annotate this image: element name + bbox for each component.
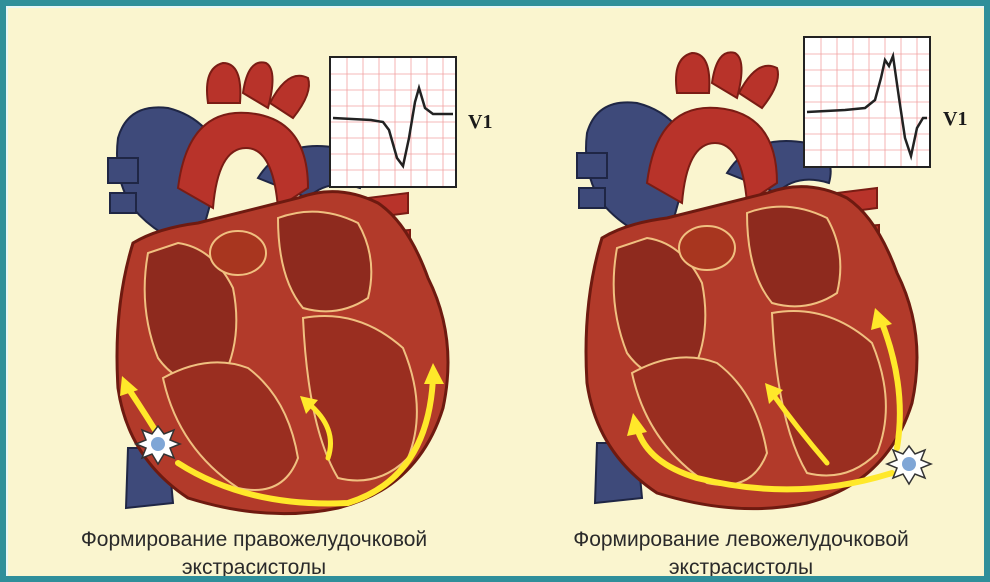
caption-line: экстрасистолы <box>501 554 981 576</box>
ecg-grid-trace <box>805 38 929 166</box>
ecg-lead-label: V1 <box>943 108 967 131</box>
aortic-valve <box>210 231 266 275</box>
panel-right-ventricular: V1 Формирование правожелудочковой экстра… <box>8 8 497 576</box>
ecg-trace <box>807 56 927 156</box>
ectopic-focus-icon <box>136 426 180 464</box>
figure-frame: V1 Формирование правожелудочковой экстра… <box>6 6 984 576</box>
pulmonary-vein <box>108 158 138 183</box>
aorta-branch <box>712 52 742 98</box>
aortic-valve <box>679 226 735 270</box>
aorta-branch <box>270 76 309 118</box>
ectopic-focus-icon <box>887 446 931 484</box>
panel-caption: Формирование левожелудочковой экстрасист… <box>501 526 981 576</box>
panel-left-ventricular: V1 Формирование левожелудочковой экстрас… <box>497 8 984 576</box>
aorta-branch <box>243 62 273 108</box>
aorta-branch <box>739 66 778 108</box>
aorta-branch <box>207 63 240 103</box>
ecg-strip <box>803 36 931 168</box>
pulmonary-vein <box>110 193 136 213</box>
ecg-grid-trace <box>331 58 455 186</box>
aorta-branch <box>676 53 709 93</box>
pulmonary-vein <box>579 188 605 208</box>
pulmonary-vein <box>577 153 607 178</box>
ecg-strip <box>329 56 457 188</box>
caption-line: экстрасистолы <box>14 554 494 576</box>
caption-line: Формирование левожелудочковой <box>501 526 981 554</box>
panel-caption: Формирование правожелудочковой экстрасис… <box>14 526 494 576</box>
ecg-lead-label: V1 <box>468 111 492 134</box>
caption-line: Формирование правожелудочковой <box>14 526 494 554</box>
